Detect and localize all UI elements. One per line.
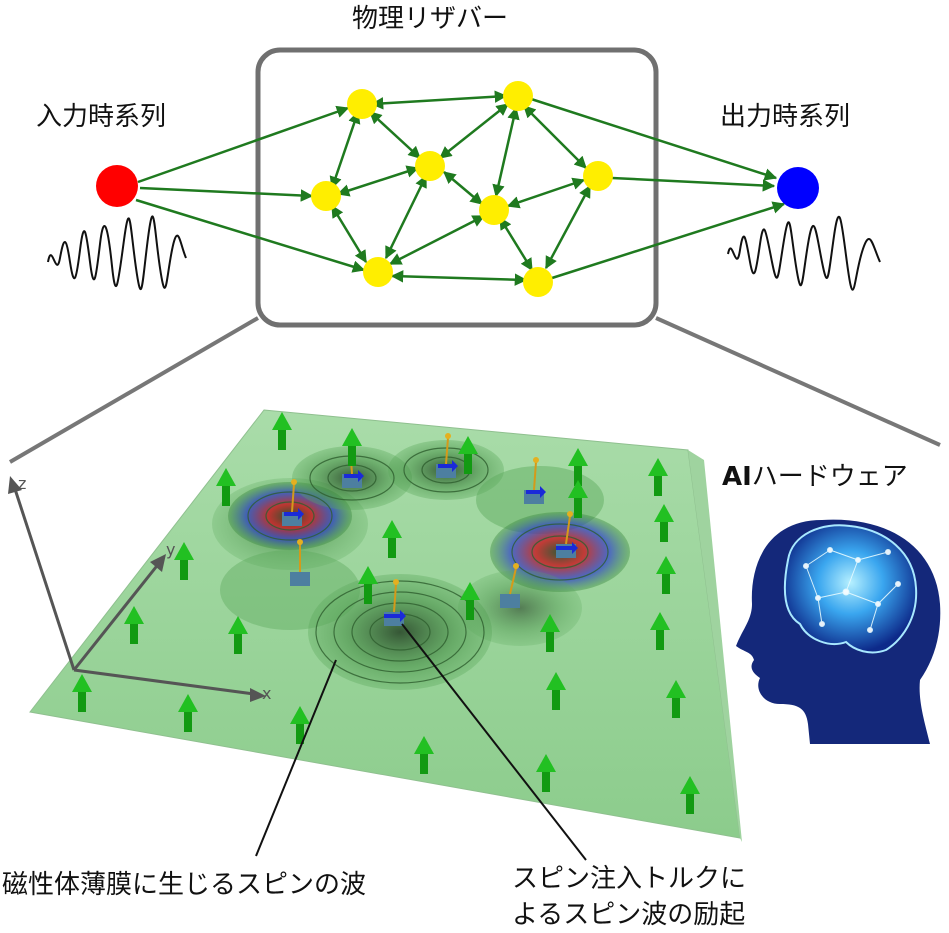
spin-arrow	[546, 672, 566, 710]
spin-arrow	[124, 606, 144, 644]
spin-arrow	[650, 612, 670, 650]
spin-arrow	[568, 480, 588, 518]
excitation-caption-line2: よるスピン波の励起	[512, 900, 746, 930]
reservoir-nodes	[311, 81, 613, 297]
spin-arrow	[568, 448, 588, 486]
spin-arrow	[272, 412, 292, 450]
spin-arrow	[174, 542, 194, 580]
spin-arrow	[680, 776, 700, 814]
spin-arrow	[540, 614, 560, 652]
zoom-line-right	[655, 316, 941, 447]
spin-arrow	[72, 674, 92, 712]
input-waveform	[47, 215, 187, 291]
ai-hardware-prefix: AI	[722, 462, 752, 492]
output-waveform	[727, 216, 881, 291]
spin-arrow	[666, 680, 686, 718]
axis-label-z: z	[18, 474, 27, 493]
axis-label-x: x	[262, 684, 272, 703]
spin-arrow	[290, 706, 310, 744]
network-arrows	[135, 90, 786, 286]
spin-arrow	[228, 616, 248, 654]
spin-arrow	[216, 468, 236, 506]
ai-hardware-label: AIハードウェア	[722, 464, 908, 490]
spin-arrow	[382, 520, 402, 558]
spin-arrow	[342, 428, 362, 466]
spin-arrow	[648, 458, 668, 496]
output-series-label: 出力時系列	[720, 102, 851, 132]
spin-arrow	[458, 436, 478, 474]
spin-arrow	[536, 754, 556, 792]
reservoir-box	[255, 47, 659, 328]
input-node	[96, 165, 138, 207]
excitation-caption-line1: スピン注入トルクに	[512, 864, 747, 894]
reservoir-title: 物理リザバー	[352, 4, 509, 34]
spin-arrows	[72, 412, 700, 814]
spin-arrow	[358, 566, 378, 604]
ai-hardware-suffix: ハードウェア	[751, 462, 908, 492]
spin-arrow	[656, 556, 676, 594]
output-node	[777, 167, 819, 209]
spin-arrow	[414, 736, 434, 774]
zoom-line-left	[8, 316, 260, 464]
input-series-label: 入力時系列	[36, 102, 167, 132]
callout-line-spin-wave	[255, 659, 337, 857]
coordinate-axes	[8, 476, 266, 702]
spin-arrow	[460, 582, 480, 620]
spin-arrow	[178, 694, 198, 732]
spin-wave-caption: 磁性体薄膜に生じるスピンの波	[2, 870, 367, 900]
spin-injection-pillars	[282, 433, 578, 626]
axis-label-y: y	[166, 540, 176, 559]
callout-line-excitation	[401, 623, 587, 861]
ai-brain-head-icon	[736, 519, 941, 744]
spin-arrow	[654, 504, 674, 542]
